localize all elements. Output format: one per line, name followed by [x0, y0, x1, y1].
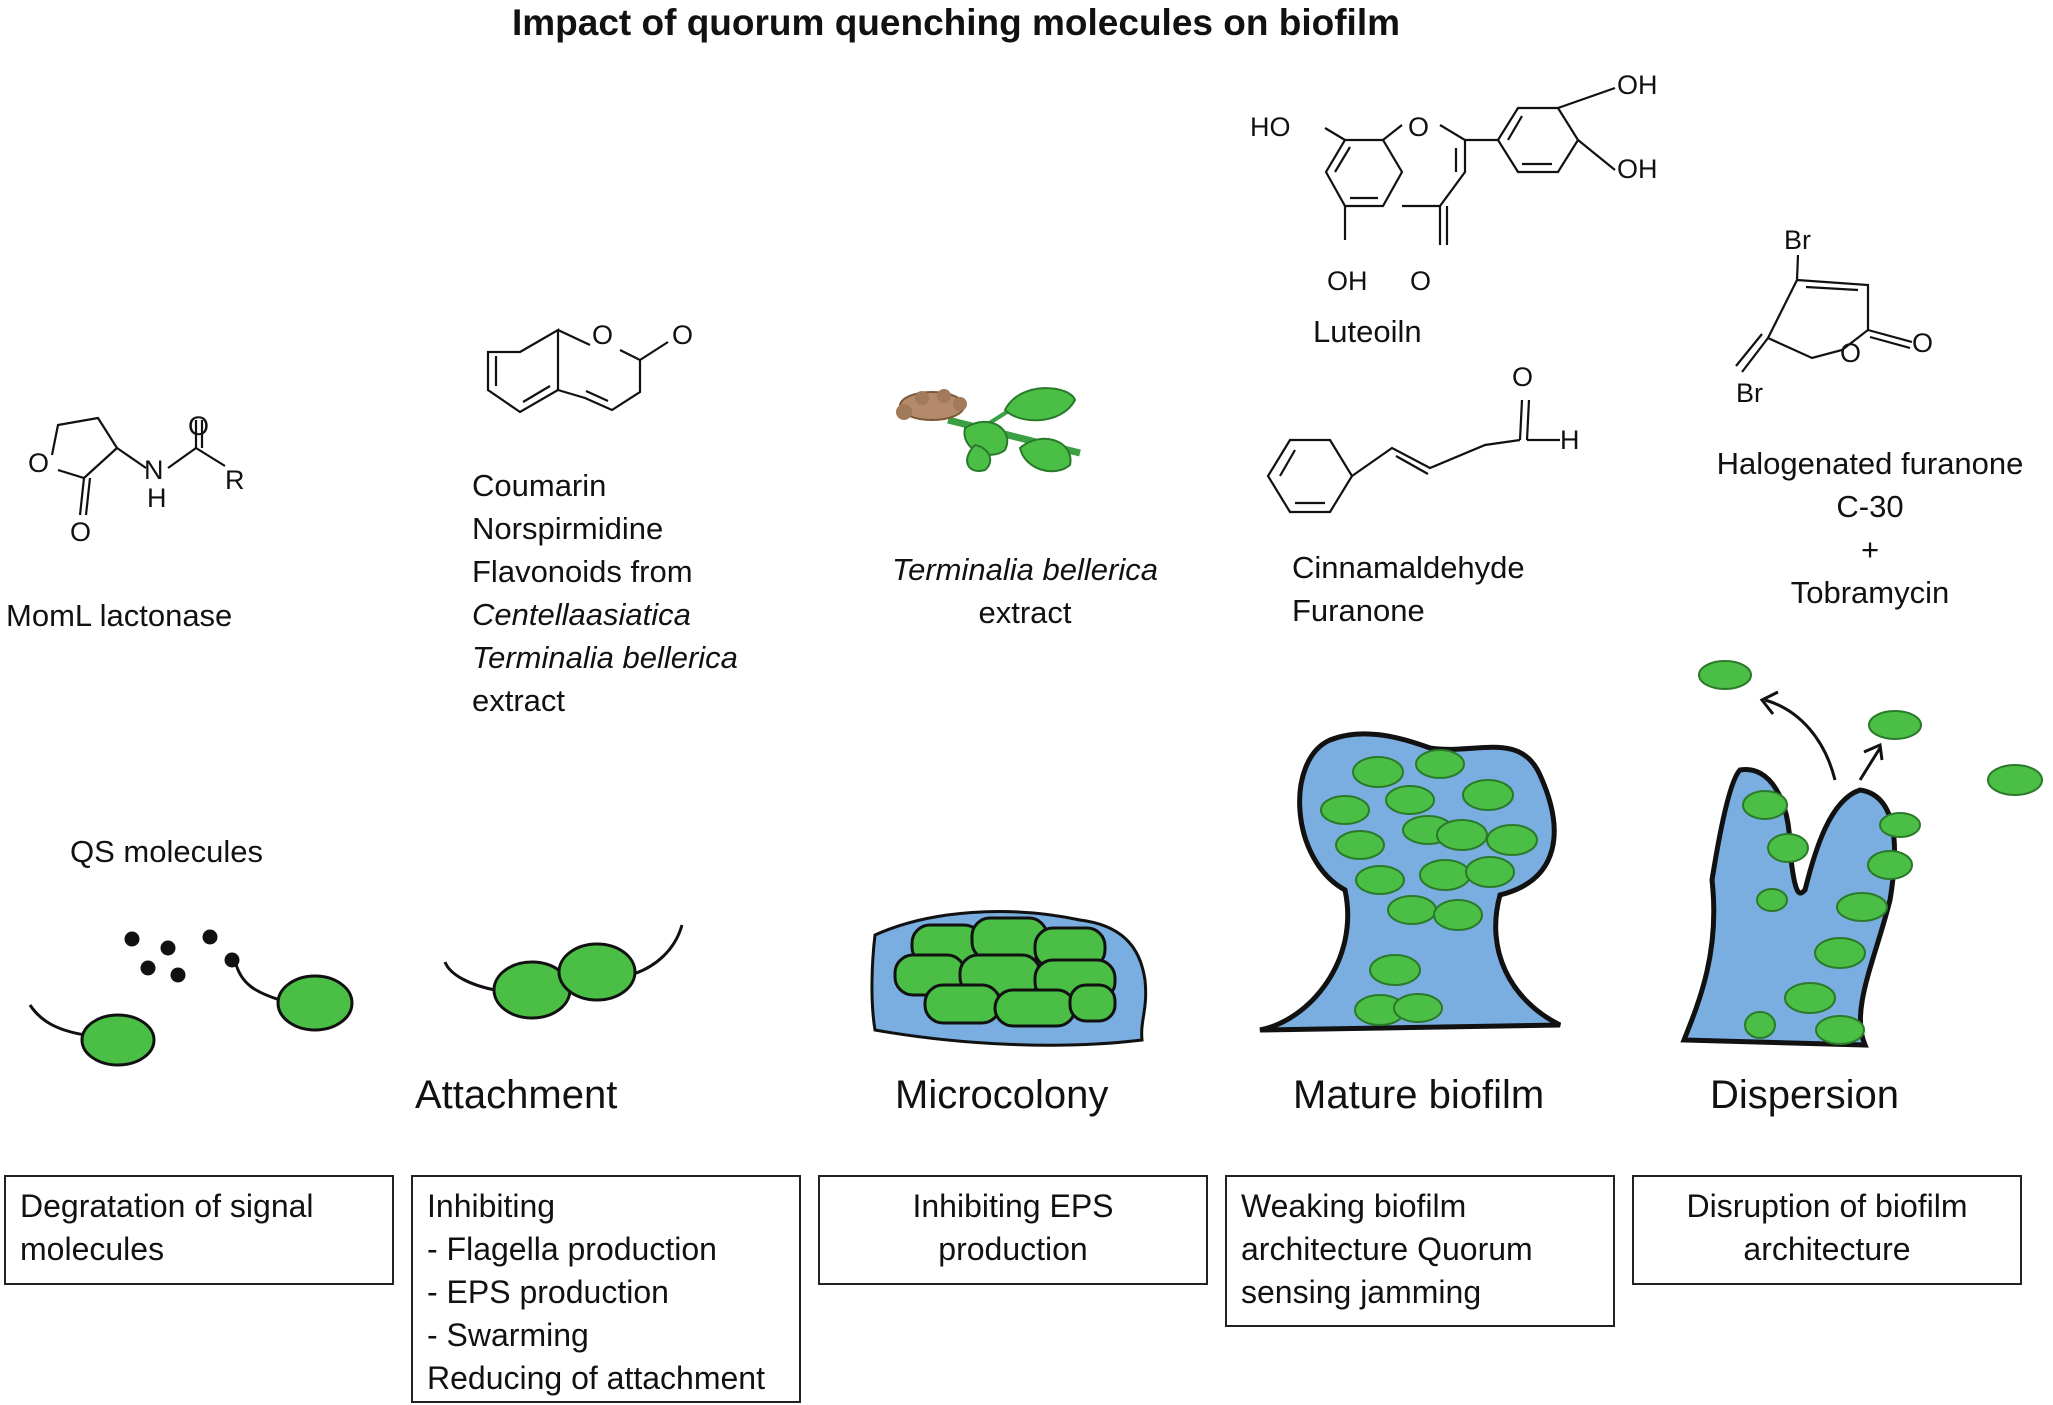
stage-label-microcolony: Microcolony — [895, 1073, 1109, 1117]
atom-label: O — [672, 320, 694, 350]
stage-label-mature: Mature biofilm — [1293, 1073, 1545, 1117]
stage-label-attachment: Attachment — [415, 1073, 618, 1117]
molecule-line: extract — [472, 683, 566, 718]
molecule-line: Cinnamaldehyde — [1292, 550, 1525, 585]
stage-label-dispersion: Dispersion — [1710, 1073, 1899, 1117]
effect-line: molecules — [20, 1231, 165, 1267]
effect-line: - EPS production — [427, 1274, 669, 1310]
attachment-bacteria — [443, 924, 684, 1020]
molecule-label-moml: MomL lactonase — [6, 598, 233, 633]
atom-label: O — [1408, 112, 1430, 142]
atom-label: OH — [1617, 154, 1658, 184]
effect-line: Weaking biofilm — [1241, 1188, 1467, 1224]
molecule-line-species: Centellaasiatica — [472, 597, 691, 632]
atom-label: H — [147, 483, 167, 513]
molecule-list-microcolony: Terminalia bellerica extract — [850, 548, 1200, 634]
effect-box-mature: Weaking biofilm architecture Quorum sens… — [1225, 1175, 1615, 1327]
luteolin-structure — [1324, 86, 1616, 245]
atom-label: R — [225, 465, 245, 495]
effect-line: - Flagella production — [427, 1231, 717, 1267]
atom-label: HO — [1250, 112, 1291, 142]
brominated-furanone-structure — [1735, 254, 1913, 373]
molecule-list-dispersion: Halogenated furanone C-30 + Tobramycin — [1690, 442, 2050, 614]
atom-label: O — [592, 320, 614, 350]
molecule-line: extract — [978, 595, 1072, 630]
atom-label: O — [70, 517, 92, 547]
molecule-line: Coumarin — [472, 468, 607, 503]
molecule-line: Norspirmidine — [472, 511, 664, 546]
cinnamaldehyde-structure — [1266, 399, 1560, 514]
effect-line: - Swarming — [427, 1317, 589, 1353]
dispersion-illustration — [1680, 660, 2043, 1048]
qs-bacteria — [28, 929, 354, 1067]
atom-label: OH — [1327, 266, 1368, 296]
homoserine-lactone-structure — [50, 416, 226, 516]
effect-box-qs: Degratation of signal molecules — [4, 1175, 394, 1285]
atom-label: O — [1912, 328, 1934, 358]
effect-line: production — [938, 1231, 1088, 1267]
atom-label: O — [1512, 362, 1534, 392]
effect-box-microcolony: Inhibiting EPS production — [818, 1175, 1208, 1285]
effect-line: Degratation of signal — [20, 1188, 314, 1224]
effect-line: architecture — [1743, 1231, 1911, 1267]
atom-label: O — [188, 411, 210, 441]
molecule-line: Flavonoids from — [472, 554, 693, 589]
atom-label: O — [1840, 338, 1862, 368]
molecule-line: Halogenated furanone — [1716, 446, 2024, 481]
plant-illustration — [896, 387, 1081, 473]
molecule-line: + — [1860, 532, 1880, 567]
atom-label: Br — [1784, 225, 1811, 255]
effect-line: Disruption of biofilm — [1686, 1188, 1968, 1224]
coumarin-structure — [486, 328, 669, 414]
molecule-line: Tobramycin — [1790, 575, 1950, 610]
effect-line: Reducing of attachment — [427, 1360, 765, 1396]
atom-label: H — [1560, 425, 1580, 455]
atom-label: O — [1410, 266, 1432, 296]
stage-label-qs: QS molecules — [70, 834, 263, 869]
atom-label: N — [144, 455, 164, 485]
mature-biofilm-illustration — [1259, 731, 1562, 1033]
atom-label: O — [28, 448, 50, 478]
molecule-label-luteolin: Luteoiln — [1313, 314, 1422, 349]
atom-label: Br — [1736, 378, 1763, 408]
atom-label: OH — [1617, 70, 1658, 100]
effect-line: Inhibiting — [427, 1188, 556, 1224]
molecule-list-attachment: Coumarin Norspirmidine Flavonoids from C… — [472, 464, 738, 722]
molecule-line: Furanone — [1292, 593, 1425, 628]
effect-line: Inhibiting EPS — [912, 1188, 1114, 1224]
molecule-list-mature: Cinnamaldehyde Furanone — [1292, 546, 1525, 632]
effect-box-attachment: Inhibiting - Flagella production - EPS p… — [411, 1175, 801, 1403]
effect-box-dispersion: Disruption of biofilm architecture — [1632, 1175, 2022, 1285]
effect-line: architecture Quorum — [1241, 1231, 1533, 1267]
effect-line: sensing jamming — [1241, 1274, 1482, 1310]
molecule-line-species: Terminalia bellerica — [892, 552, 1158, 587]
figure-title: Impact of quorum quenching molecules on … — [511, 2, 1401, 43]
molecule-line: C-30 — [1836, 489, 1904, 524]
microcolony-illustration — [870, 910, 1148, 1047]
molecule-line-species: Terminalia bellerica — [472, 640, 738, 675]
